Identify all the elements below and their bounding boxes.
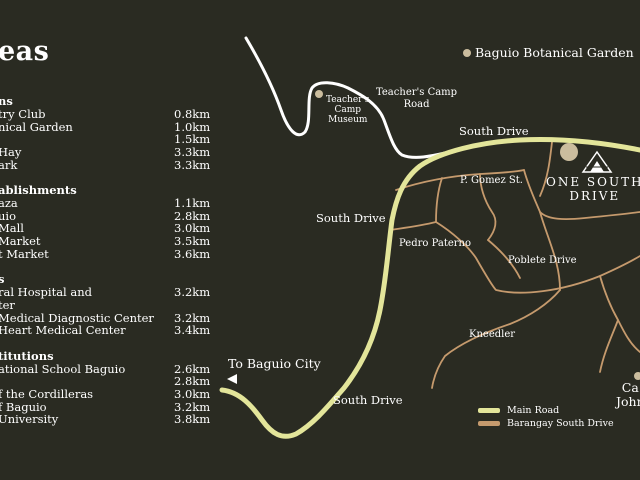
place-name: Medical Diagnostic Center — [0, 310, 154, 325]
cut-off-poi-label-line2: John — [616, 394, 640, 410]
museum-label-line3: Museum — [328, 114, 368, 125]
main-road-south-drive — [219, 136, 640, 439]
category-heading: ns — [0, 94, 13, 108]
south-drive-label-mid: South Drive — [316, 211, 386, 225]
place-name: ral Hospital and — [0, 285, 93, 300]
legend-swatch-barangay-road — [478, 421, 500, 426]
road-south-branch — [487, 239, 521, 279]
place-name: uio — [0, 208, 17, 223]
pedro-paterno-road — [389, 221, 437, 231]
place-name: Market — [0, 234, 41, 248]
place-distance: 1.1km — [174, 196, 211, 211]
place-name: Mall — [0, 221, 24, 236]
museum-label-line1: Teacher's — [326, 95, 370, 105]
category-heading: s — [0, 272, 5, 287]
place-name: try Club — [0, 107, 46, 122]
botanical-garden-label: Baguio Botanical Garden — [475, 45, 634, 60]
place-name: Hay — [0, 144, 22, 159]
place-distance: 3.2km — [174, 399, 211, 414]
p-gomez-label: P. Gomez St. — [460, 175, 523, 186]
place-distance: 3.2km — [174, 310, 211, 325]
road-east-1 — [523, 169, 640, 220]
place-name: aza — [0, 196, 18, 211]
place-distance: 3.3km — [174, 157, 211, 172]
place-name: ter — [0, 297, 15, 312]
road-left-branch — [435, 177, 443, 223]
place-name: nical Garden — [0, 119, 73, 134]
teachers-camp-road-label: Teacher's Camp Road — [376, 87, 457, 110]
category-heading: ablishments — [0, 183, 77, 198]
place-distance: 2.8km — [174, 208, 211, 223]
kneedler-road — [431, 289, 561, 389]
cut-off-poi-label: Ca John — [616, 380, 640, 410]
place-name: f Baguio — [0, 399, 47, 414]
botanical-garden-dot — [463, 49, 471, 57]
place-distance: 3.5km — [174, 234, 211, 248]
place-distance: 0.8km — [174, 107, 211, 122]
museum-dot — [315, 90, 323, 98]
to-baguio-arrow-icon — [227, 374, 237, 384]
one-south-drive-logo-icon — [581, 150, 613, 173]
road-mid-branch — [479, 173, 497, 241]
place-name: f the Cordilleras — [0, 387, 94, 401]
category-heading: titutions — [0, 348, 54, 363]
place-distance: 3.2km — [174, 285, 211, 300]
page-heading: eas — [0, 36, 50, 67]
one-south-drive-brand: ONE SOUTH DRIVE — [546, 175, 640, 204]
place-distance: 2.6km — [174, 361, 211, 376]
place-distance: 2.8km — [174, 374, 211, 389]
barangay-roads — [389, 141, 640, 389]
teachers-camp-road-label-line1: Teacher's Camp — [376, 87, 458, 98]
place-distance: 3.3km — [174, 144, 211, 159]
pedro-paterno-label: Pedro Paterno — [399, 238, 471, 249]
brand-line1: ONE SOUTH — [546, 175, 640, 189]
road-ridge — [539, 211, 561, 291]
place-distance: 3.4km — [174, 323, 211, 338]
cut-off-poi-dot — [634, 372, 640, 380]
road-far-east — [599, 319, 619, 373]
teachers-camp-road-label-line2: Road — [403, 98, 430, 110]
legend-label-barangay-road: Barangay South Drive — [507, 418, 614, 429]
place-name: ark — [0, 157, 18, 172]
one-south-drive-dot — [560, 143, 578, 161]
teachers-camp-road — [244, 36, 447, 159]
cut-off-poi-label-line1: Ca — [621, 380, 639, 395]
brand-line2: DRIVE — [569, 188, 621, 203]
road-east-2 — [539, 141, 553, 197]
south-drive-label-top: South Drive — [459, 124, 529, 138]
museum-label-line2: Camp — [334, 104, 362, 115]
museum-label: Teacher's Camp Museum — [326, 95, 370, 126]
place-distance: 3.8km — [174, 412, 211, 427]
poblete-road — [435, 221, 640, 294]
kneedler-label: Kneedler — [469, 329, 516, 340]
legend-swatch-main-road — [478, 408, 500, 413]
poblete-drive-label: Poblete Drive — [508, 255, 577, 266]
to-baguio-city-label: To Baguio City — [228, 356, 321, 371]
place-distance: 1.0km — [174, 119, 211, 134]
road-east-3 — [599, 275, 640, 353]
place-distance: 3.0km — [174, 387, 211, 401]
place-distance: 1.5km — [174, 132, 211, 147]
place-name: ational School Baguio — [0, 361, 126, 376]
place-distance: 3.0km — [174, 221, 211, 236]
place-name: University — [0, 412, 59, 427]
place-name: Heart Medical Center — [0, 323, 126, 338]
legend-label-main-road: Main Road — [507, 405, 560, 416]
south-drive-label-bottom: South Drive — [333, 393, 403, 407]
place-name: t Market — [0, 246, 49, 261]
place-distance: 3.6km — [174, 246, 211, 261]
